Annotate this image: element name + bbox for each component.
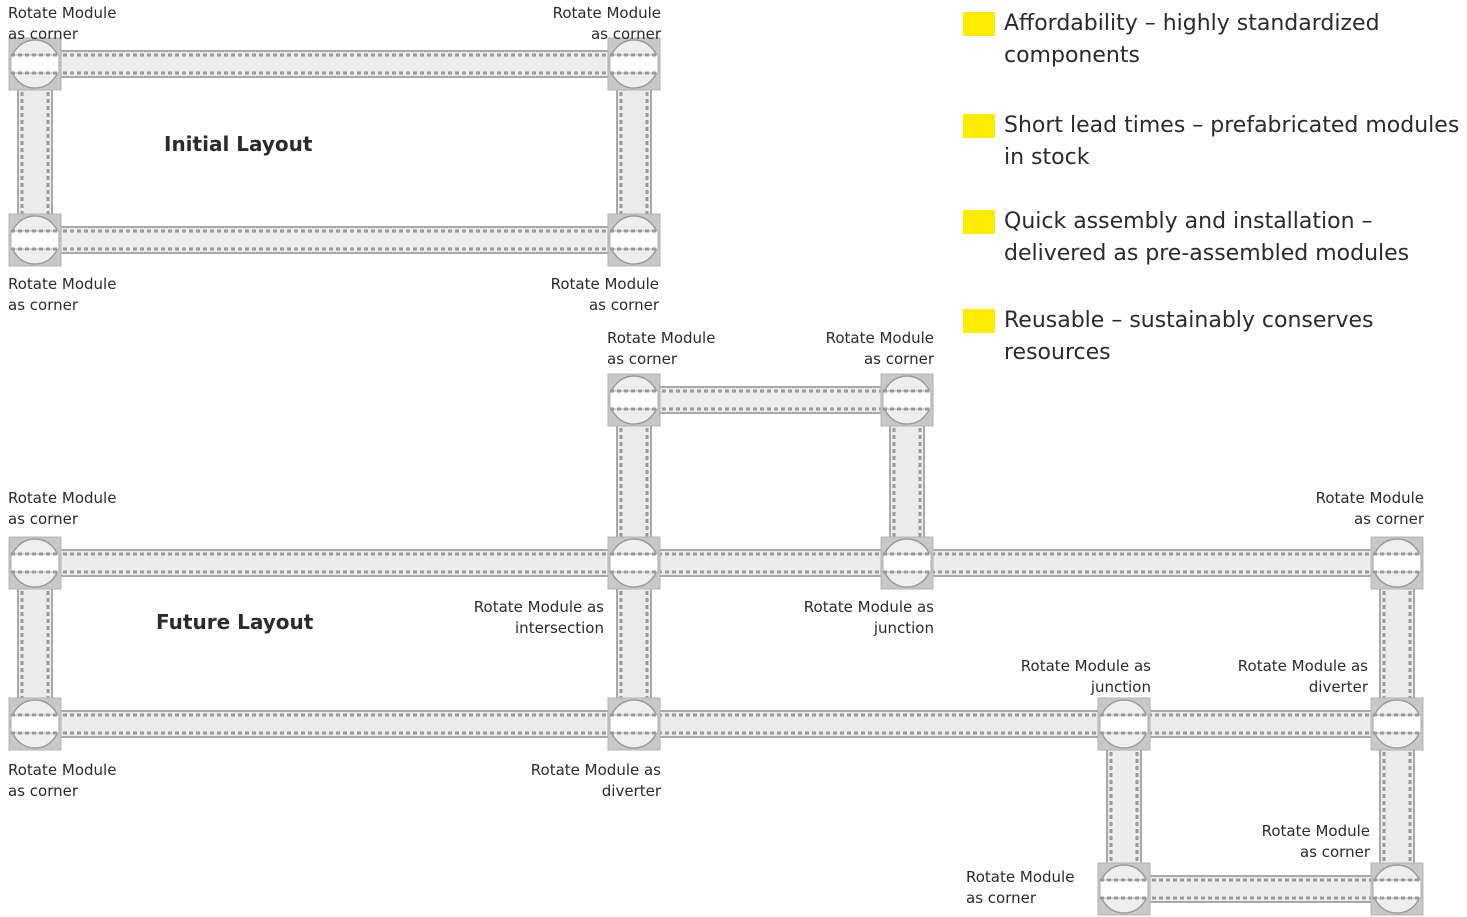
rotate-module [1370,697,1424,751]
module-label: Rotate Module as corner [8,489,117,528]
vertical-conveyor [616,399,652,564]
rotate-module [1370,536,1424,590]
future-layout-title: Future Layout [156,610,314,634]
rotate-module [8,213,62,267]
yellow-square-icon [963,12,995,36]
benefit-text: Short lead times – prefabricated modules… [1004,113,1460,170]
module-label: Rotate Module as corner [8,761,117,800]
rotate-module [607,697,661,751]
horizontal-conveyor [34,549,1398,577]
benefit-text: Affordability – highly standardized comp… [1004,11,1380,68]
module-label: Rotate Module as corner [550,275,659,314]
module-label: Rotate Module as intersection [473,598,604,637]
module-label: Rotate Module as corner [1261,822,1370,861]
module-label: Rotate Module as corner [8,4,117,43]
yellow-square-icon [963,114,995,138]
vertical-conveyor [17,63,53,241]
horizontal-conveyor [34,50,635,78]
module-label: Rotate Module as corner [607,329,716,368]
horizontal-conveyor [1123,875,1398,903]
rotate-module [607,536,661,590]
module-label: Rotate Module as corner [552,4,661,43]
module-label: Rotate Module as corner [966,868,1075,907]
yellow-square-icon [963,210,995,234]
horizontal-conveyor [633,386,908,414]
rotate-module [607,213,661,267]
module-label: Rotate Module as junction [803,598,934,637]
rotate-module [1097,862,1151,916]
module-label: Rotate Module as corner [825,329,934,368]
module-label: Rotate Module as diverter [530,761,661,800]
rotate-module [880,536,934,590]
yellow-square-icon [963,309,995,333]
benefit-text: Quick assembly and installation – delive… [1004,209,1410,266]
initial-layout-title: Initial Layout [164,132,313,156]
module-label: Rotate Module as corner [8,275,117,314]
benefit-text: Reusable – sustainably conserves resourc… [1004,308,1374,365]
rotate-module [8,37,62,91]
rotate-module [607,37,661,91]
vertical-conveyor [616,63,652,241]
vertical-conveyor [1379,562,1415,725]
module-label: Rotate Module as diverter [1237,657,1368,696]
module-label: Rotate Module as junction [1020,657,1151,696]
rotate-module [1097,697,1151,751]
horizontal-conveyor [34,710,1398,738]
rotate-module [880,373,934,427]
rotate-module [8,536,62,590]
module-label: Rotate Module as corner [1315,489,1424,528]
rotate-module [607,373,661,427]
rotate-module [1370,862,1424,916]
rotate-module [8,697,62,751]
vertical-conveyor [17,562,53,725]
horizontal-conveyor [34,226,635,254]
